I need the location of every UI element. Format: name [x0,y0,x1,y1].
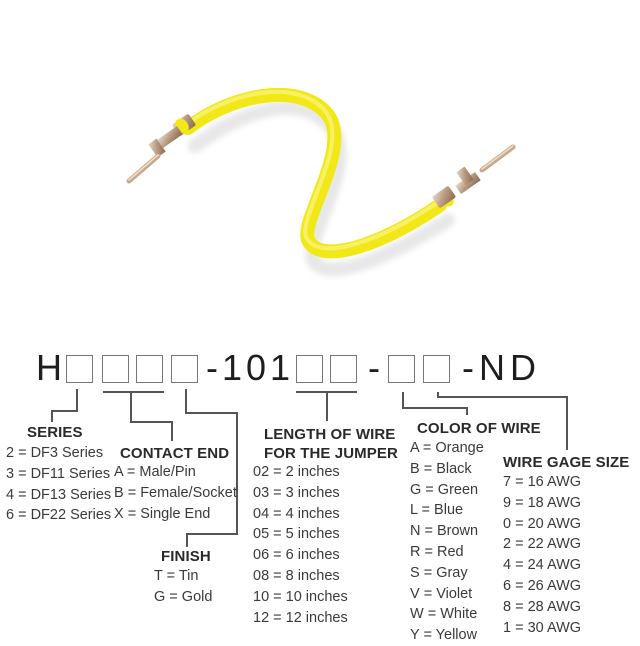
contact-end-bracket [103,391,164,393]
gage-item: 7 = 16 AWG [503,474,582,490]
contact-end-item: A = Male/Pin [114,464,196,480]
color-item: W = White [410,606,478,623]
color-leader-h [402,407,468,409]
color-item: B = Black [410,460,472,477]
length-item: 10 = 10 inches [253,588,348,605]
color-item: Y = Yellow [410,627,478,644]
length-item: 08 = 8 inches [253,567,340,584]
gage-item: 6 = 26 AWG [503,577,582,594]
color-item: R = Red [410,543,464,560]
color-item: V = Violet [410,585,473,602]
color-list: A = Orange B = Black G = Green L = Blue … [410,438,484,646]
part-middle: -101 [206,347,295,388]
color-item: A = Orange [410,440,484,456]
contact-end-item: X = Single End [114,505,211,522]
gage-leader-h [437,396,568,398]
length-list: 02 = 2 inches 03 = 3 inches 04 = 4 inche… [253,462,348,628]
wire-body [181,88,447,259]
series-leader-h [51,410,78,412]
length-item: 06 = 6 inches [253,547,340,564]
part-suffix: -ND [462,347,541,388]
finish-code-box [171,355,198,383]
series-item: 2 = DF3 Series [6,445,104,461]
color-leader [402,392,404,408]
finish-leader [185,389,187,413]
contact-end-leader-v2 [171,421,173,441]
series-leader-v [51,410,53,422]
contact-end-leader-h [130,421,173,423]
series-list: 2 = DF3 Series 3 = DF11 Series 4 = DF13 … [6,443,111,526]
left-pin-contact [126,114,196,184]
finish-list: T = Tin G = Gold [154,566,212,608]
length-heading-line2: FOR THE JUMPER [264,445,398,462]
gage-item: 4 = 24 AWG [503,557,582,574]
color-code-box [388,355,415,383]
series-heading: SERIES [27,424,83,441]
finish-item: T = Tin [154,568,199,584]
series-item: 4 = DF13 Series [6,486,112,503]
series-leader [76,389,78,411]
gage-heading: WIRE GAGE SIZE [503,454,630,471]
color-item: G = Green [410,481,479,498]
series-item: 3 = DF11 Series [6,465,111,482]
length-item: 02 = 2 inches [253,464,340,480]
part-dash: - [368,347,380,388]
gage-leader-v [566,396,568,450]
finish-leader-h2 [186,533,238,535]
length-item: 12 = 12 inches [253,609,348,626]
length-item: 03 = 3 inches [253,484,340,501]
color-item: N = Brown [410,523,479,540]
gage-item: 8 = 28 AWG [503,598,582,615]
color-item: S = Gray [410,564,468,581]
finish-leader-h1 [185,412,238,414]
part-prefix: H [36,347,62,388]
length-item: 05 = 5 inches [253,526,340,543]
length-heading-line1: LENGTH OF WIRE [264,426,396,443]
finish-leader-v [236,412,238,535]
color-item: L = Blue [410,502,464,519]
gage-item: 2 = 22 AWG [503,536,582,553]
contact-end-item: B = Female/Socket [114,484,237,501]
finish-leader-v2 [186,533,188,547]
gage-item: 1 = 30 AWG [503,619,582,636]
length-box-1 [296,355,323,383]
color-heading: COLOR OF WIRE [417,420,541,437]
gage-leader [437,392,439,398]
jumper-wire-photo [126,88,516,277]
gage-code-box [423,355,450,383]
finish-heading: FINISH [161,548,211,565]
contact-end-list: A = Male/Pin B = Female/Socket X = Singl… [114,462,237,524]
gage-item: 0 = 20 AWG [503,515,582,532]
contact-end-heading: CONTACT END [120,445,230,462]
contact-end-box-2 [136,355,163,383]
series-item: 6 = DF22 Series [6,507,112,524]
length-box-2 [330,355,357,383]
series-code-box [66,355,93,383]
gage-list: 7 = 16 AWG 9 = 18 AWG 0 = 20 AWG 2 = 22 … [503,472,581,638]
length-item: 04 = 4 inches [253,505,340,522]
finish-item: G = Gold [154,588,213,605]
color-leader-v [466,407,468,415]
contact-end-box-1 [102,355,129,383]
length-leader-v [326,391,328,421]
right-pin-contact [432,144,516,208]
contact-end-leader-v1 [130,391,132,422]
gage-item: 9 = 18 AWG [503,494,582,511]
